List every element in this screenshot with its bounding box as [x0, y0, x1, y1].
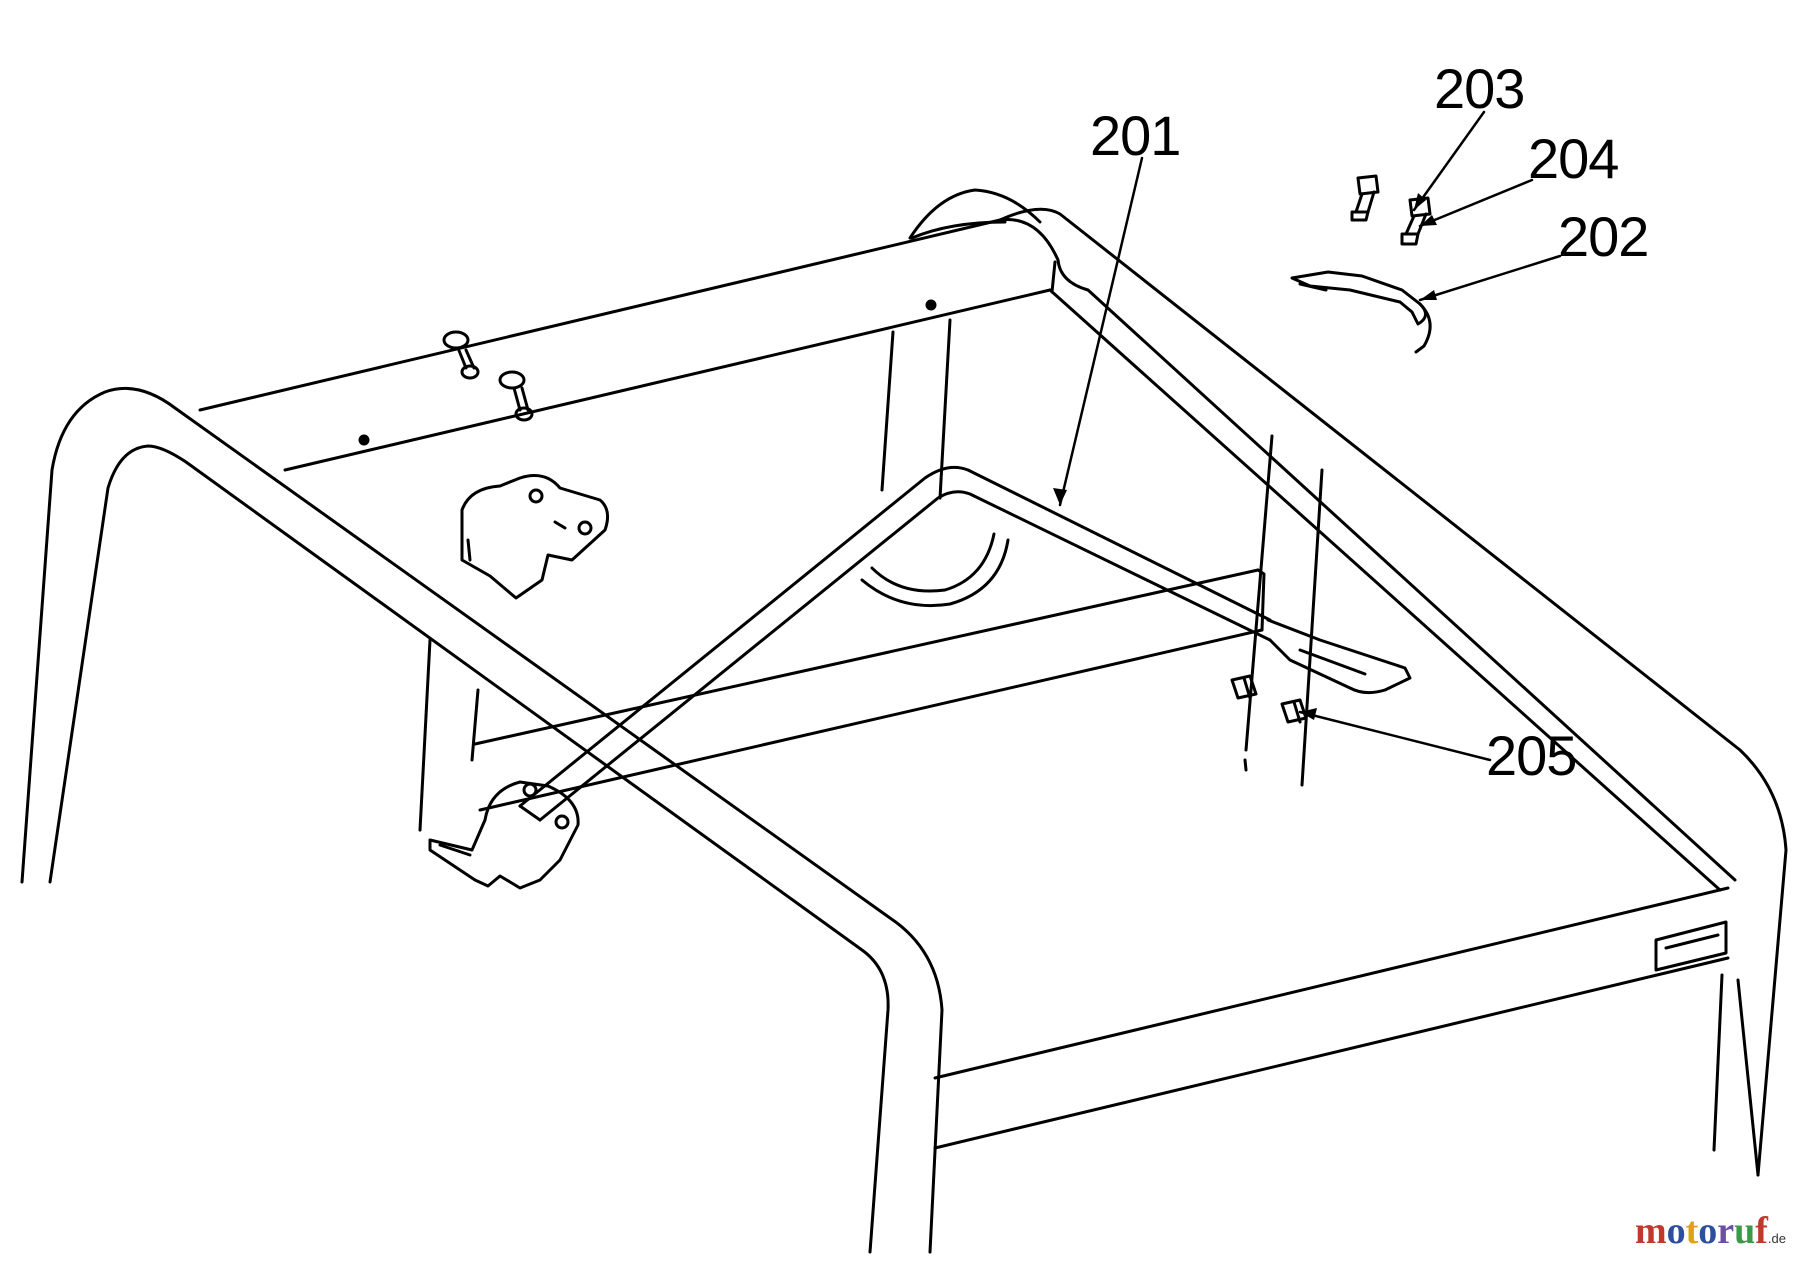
watermark-letter: u	[1734, 1210, 1756, 1252]
leader-205	[1298, 710, 1492, 762]
label-201: 201	[1090, 104, 1180, 167]
leader-lines	[1058, 110, 1562, 762]
leader-202	[1418, 254, 1562, 302]
part-205-nuts	[1230, 674, 1308, 724]
leader-201	[1058, 156, 1144, 507]
watermark-text: motoruf	[1635, 1210, 1768, 1252]
watermark-letter: o	[1666, 1210, 1686, 1252]
tank-body	[198, 218, 1737, 1150]
part-number-labels: 201 203 204 202 205	[1090, 57, 1649, 787]
part-202-clip	[1290, 270, 1432, 354]
label-203: 203	[1434, 57, 1524, 120]
watermark-tld: .de	[1767, 1231, 1786, 1246]
part-201-brace	[518, 465, 1412, 822]
clamp-bracket-lower	[428, 780, 580, 890]
watermark-letter: r	[1717, 1210, 1735, 1252]
clamp-bracket-upper	[460, 474, 610, 600]
tube-frame	[20, 207, 1788, 1254]
watermark-letter: t	[1685, 1210, 1699, 1252]
label-205: 205	[1486, 724, 1576, 787]
bolts-left	[442, 330, 534, 422]
leader-203	[1412, 110, 1486, 212]
leader-arrowheads	[1053, 193, 1437, 720]
watermark-letter: f	[1755, 1210, 1768, 1252]
label-204: 204	[1528, 127, 1618, 190]
tank-circle	[860, 188, 1042, 608]
label-202: 202	[1558, 205, 1648, 268]
leader-204	[1418, 178, 1534, 228]
watermark-letter: o	[1698, 1210, 1718, 1252]
watermark-letter: m	[1634, 1210, 1667, 1252]
frame-posts	[418, 318, 1760, 1177]
bolts-203-204	[1350, 174, 1432, 246]
watermark-logo: motoruf.de	[1635, 1212, 1786, 1250]
